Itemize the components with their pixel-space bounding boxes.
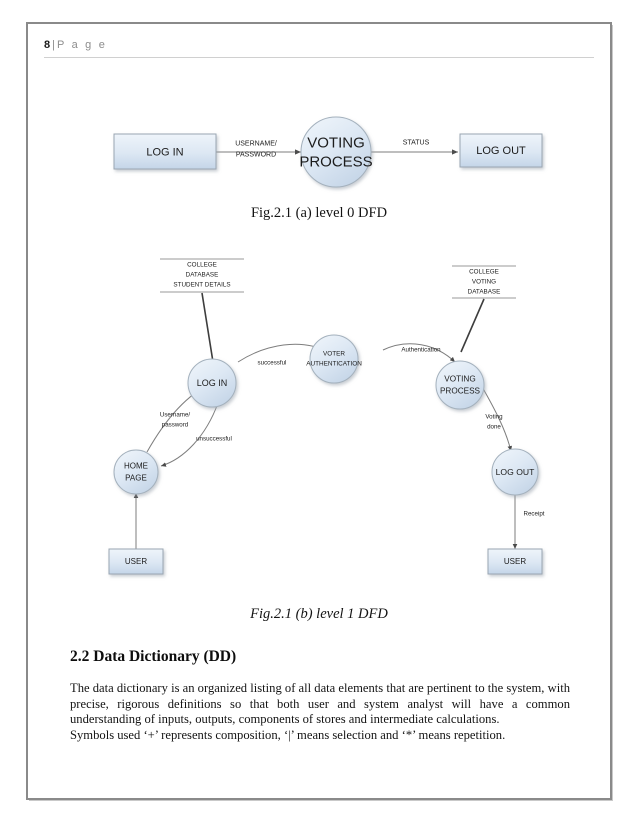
log-out-node-label: LOG OUT xyxy=(496,467,535,477)
voting-process-label-line1: VOTING xyxy=(307,135,365,152)
section-heading: 2.2 Data Dictionary (DD) xyxy=(70,648,237,665)
flow-voting-done-line2: done xyxy=(487,424,501,431)
connector-login-to-home-unsuccessful xyxy=(160,402,219,467)
flow-username-password-line2: PASSWORD xyxy=(236,152,276,159)
home-page-label-line1: HOME xyxy=(124,462,148,471)
log-out-box-label: LOG OUT xyxy=(476,145,526,157)
level-0-dfd-svg: LOG IN VOTING PROCESS LOG OUT USERNAME/ … xyxy=(113,116,543,188)
level-0-dfd-diagram: LOG IN VOTING PROCESS LOG OUT USERNAME/ … xyxy=(26,86,612,198)
body-paragraph-1: The data dictionary is an organized list… xyxy=(70,681,570,727)
store-college-database-line3: STUDENT DETAILS xyxy=(173,282,230,289)
flow-label-voting-done: Voting done xyxy=(485,414,503,431)
log-in-box-label: LOG IN xyxy=(146,147,183,159)
header-page-word: P a g e xyxy=(56,39,108,51)
connector-store-to-login xyxy=(201,292,214,363)
level-1-dfd-diagram: COLLEGE DATABASE STUDENT DETAILS COLLEGE… xyxy=(26,240,612,590)
voting-process-node-line1: VOTING xyxy=(444,375,475,384)
connector-voter-auth-to-voting-process xyxy=(382,343,456,363)
store-college-database: COLLEGE DATABASE STUDENT DETAILS xyxy=(160,258,244,293)
voter-auth-label-line1: VOTER xyxy=(323,351,345,358)
voting-process-node-line2: PROCESS xyxy=(440,387,481,396)
flow-unsuccessful-label: unsuccessful xyxy=(196,436,232,443)
user-entity-left: USER xyxy=(108,548,164,575)
voting-process-node: VOTING PROCESS xyxy=(435,360,485,410)
section-body: The data dictionary is an organized list… xyxy=(70,681,570,743)
user-entity-right: USER xyxy=(487,548,543,575)
body-paragraph-2: Symbols used ‘+’ represents composition,… xyxy=(70,727,506,742)
page-header: 8|P a g e xyxy=(44,35,594,58)
log-in-node-label: LOG IN xyxy=(197,378,228,388)
flow-receipt-label: Receipt xyxy=(524,511,545,518)
connector-voting-process-to-logout xyxy=(480,384,513,452)
home-page-label-line2: PAGE xyxy=(125,474,147,483)
user-entity-right-label: USER xyxy=(504,557,526,566)
store-college-database-line1: COLLEGE xyxy=(187,262,217,269)
flow-successful-label: successful xyxy=(258,360,287,367)
store-college-voting-database: COLLEGE VOTING DATABASE xyxy=(452,265,516,299)
level-1-dfd-svg: COLLEGE DATABASE STUDENT DETAILS COLLEGE… xyxy=(108,258,545,575)
figure-a-caption: Fig.2.1 (a) level 0 DFD xyxy=(250,205,388,221)
store-voting-database-line2: VOTING xyxy=(472,279,496,286)
connector-store-to-voting-process xyxy=(460,298,485,353)
store-voting-database-line3: DATABASE xyxy=(468,289,501,296)
store-college-database-line2: DATABASE xyxy=(186,272,219,279)
flow-username-password-line1: USERNAME/ xyxy=(235,141,277,148)
store-voting-database-line1: COLLEGE xyxy=(469,269,499,276)
figure-b-caption: Fig.2.1 (b) level 1 DFD xyxy=(250,606,388,622)
user-entity-left-label: USER xyxy=(125,557,147,566)
flow-label-username-password-1: Username/ password xyxy=(160,412,191,429)
log-out-box: LOG OUT xyxy=(459,133,543,168)
header-separator: | xyxy=(52,39,55,51)
flow-username-password-1-line2: password xyxy=(162,422,189,429)
flow-username-password-1-line1: Username/ xyxy=(160,412,191,419)
log-out-node: LOG OUT xyxy=(491,448,539,496)
flow-authentication-label: Authentication xyxy=(401,347,441,354)
flow-voting-done-line1: Voting xyxy=(485,414,503,421)
voting-process-label-line2: PROCESS xyxy=(299,154,372,171)
voter-auth-label-line2: AUTHENTICATION xyxy=(306,361,362,368)
flow-status-label: STATUS xyxy=(403,140,430,147)
voting-process-circle: VOTING PROCESS xyxy=(299,116,373,188)
log-in-node: LOG IN xyxy=(187,358,237,408)
log-in-box: LOG IN xyxy=(113,133,217,170)
flow-label-username-password: USERNAME/ PASSWORD xyxy=(235,141,277,159)
header-page-number: 8 xyxy=(44,39,51,51)
home-page-node: HOME PAGE xyxy=(113,449,159,495)
voter-authentication-node: VOTER AUTHENTICATION xyxy=(306,334,362,384)
